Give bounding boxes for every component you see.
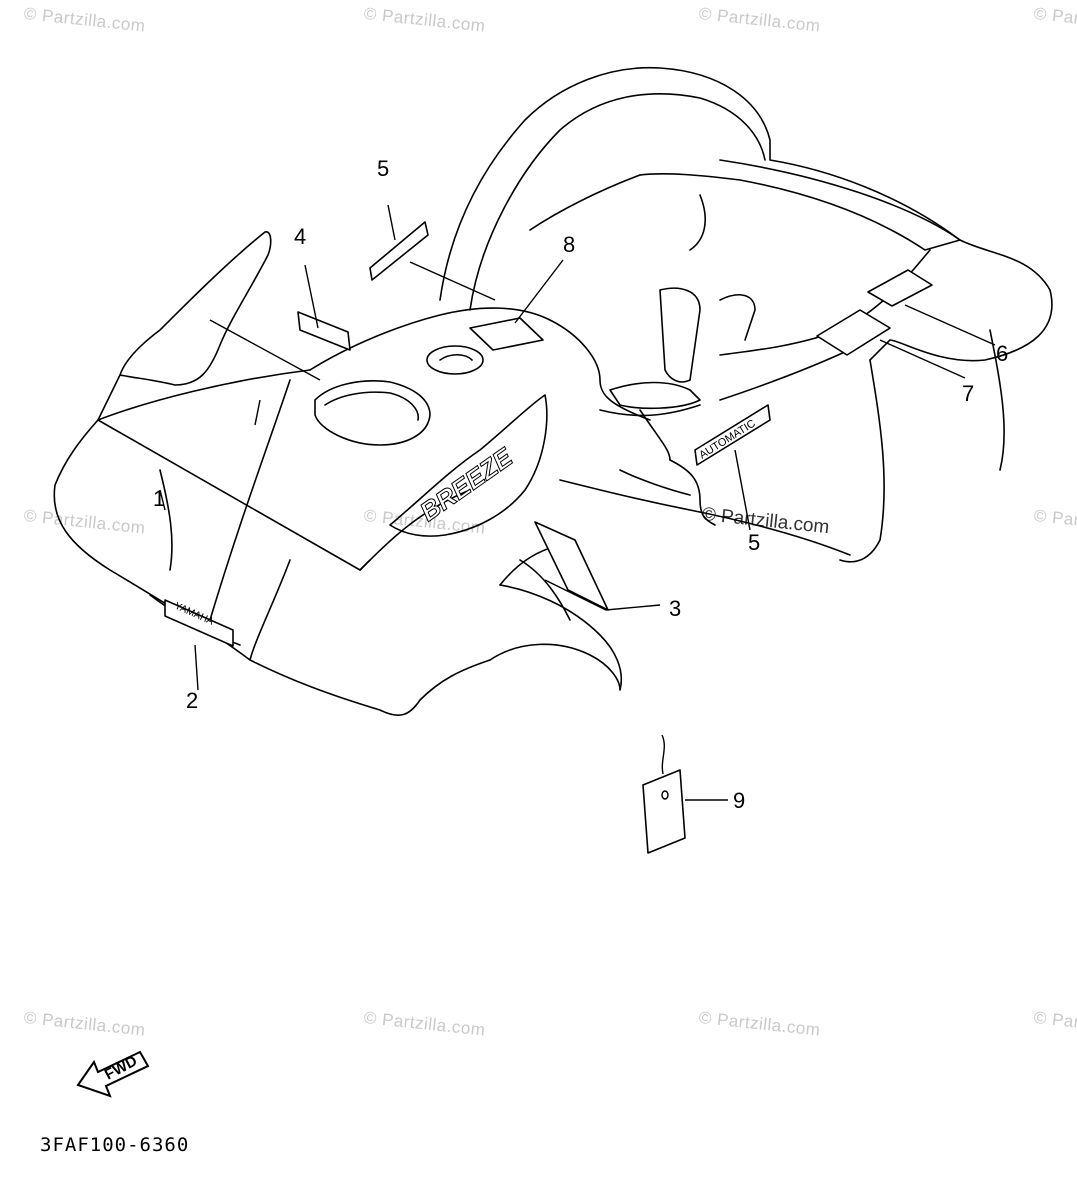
breeze-panel-outline [389,394,548,537]
decal-yamaha-plate [164,599,234,647]
fwd-arrow-icon: FWD [76,1050,150,1098]
callout-3: 3 [669,596,682,621]
rear-fender-outline [439,66,1053,362]
tag-9 [642,769,686,854]
decal-5-top [369,221,429,281]
decal-6 [867,269,933,307]
callout-5-top: 5 [377,156,390,181]
decal-3 [534,521,609,611]
decal-automatic-text: AUTOMATIC [697,418,757,462]
part-number: 3FAF100-6360 [40,1134,190,1156]
callout-4: 4 [294,224,307,249]
callout-1: 1 [153,486,166,511]
decal-7 [816,309,891,356]
callout-9: 9 [733,788,746,813]
decal-8 [469,317,544,351]
callout-8: 8 [563,232,576,257]
callout-2: 2 [186,688,199,713]
decal-automatic-plate [694,404,771,466]
callout-6: 6 [996,341,1009,366]
front-fender-outline [97,231,272,421]
callout-5-side: 5 [748,530,761,555]
decal-breeze-text: BREEZE [414,441,518,526]
decal-4 [297,311,351,351]
callout-7: 7 [962,381,975,406]
